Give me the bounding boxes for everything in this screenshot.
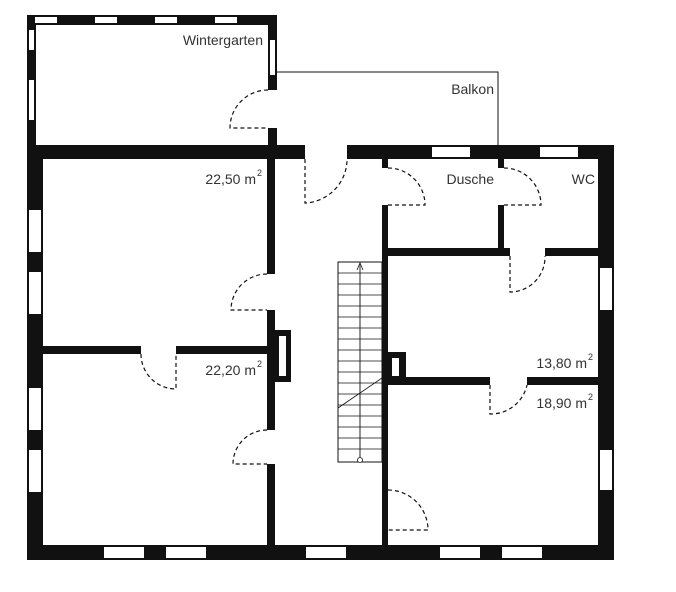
area-label-room-2: 22,20 m <box>205 362 256 378</box>
interior-walls <box>43 159 600 545</box>
area-label-room-3: 13,80 m <box>536 355 587 371</box>
door-swings <box>140 89 546 531</box>
label-balkon: Balkon <box>451 81 494 97</box>
label-wintergarten: Wintergarten <box>183 32 263 48</box>
area-label-room-4: 18,90 m <box>536 395 587 411</box>
wintergarten-walls <box>27 15 277 146</box>
area-sup-room-1: 2 <box>257 168 262 178</box>
label-wc: WC <box>572 171 595 187</box>
windows <box>29 145 612 558</box>
area-sup-room-2: 2 <box>257 359 262 369</box>
area-label-room-1: 22,50 m <box>205 171 256 187</box>
area-sup-room-4: 2 <box>588 392 593 402</box>
label-dusche: Dusche <box>447 171 495 187</box>
staircase <box>337 261 383 463</box>
area-sup-room-3: 2 <box>588 352 593 362</box>
balcony-outline <box>277 71 499 145</box>
